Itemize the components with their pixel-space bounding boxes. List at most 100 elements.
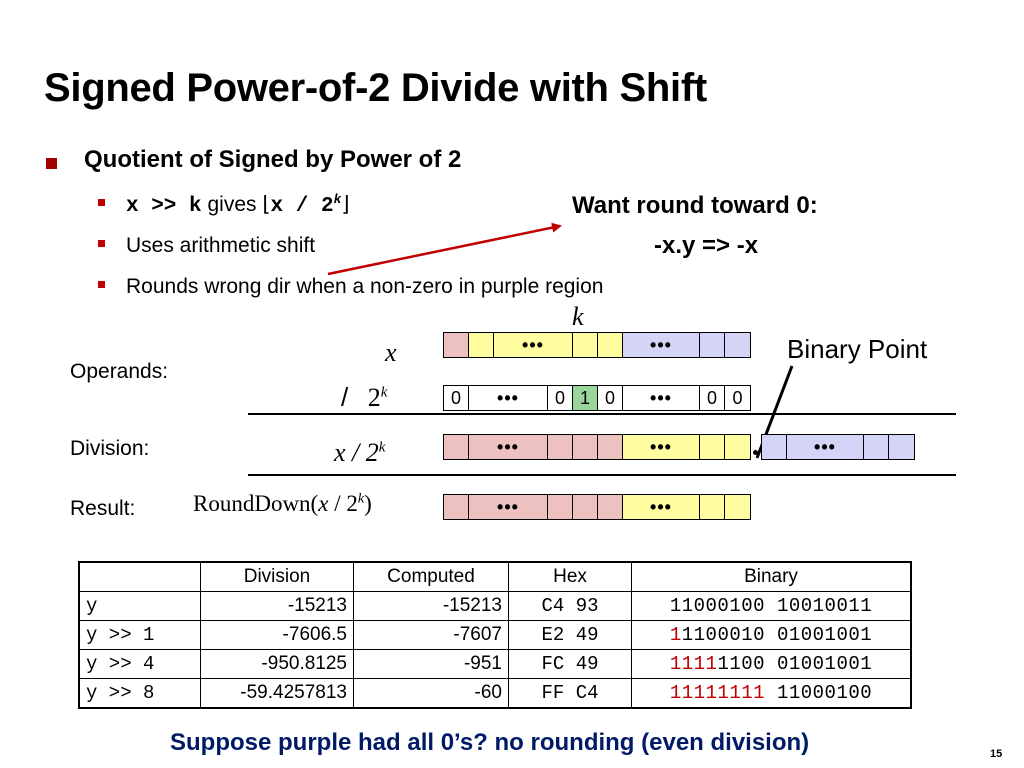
rounddown-suffix: ) [364,491,372,516]
bit-cell-dots: ••• [622,494,700,520]
bit-cell [724,332,751,358]
divider-line [248,413,956,415]
binary-value: 11000100 10010011 [631,591,912,621]
divide-slash: / [341,382,349,412]
column-header-division: Division [200,561,354,592]
floor-left-bracket: ⌊ [262,193,271,216]
x-div-exponent: k [378,439,386,456]
binary-rest-bits: 1100 01001001 [717,653,873,675]
page-title: Signed Power-of-2 Divide with Shift [44,66,707,110]
computed-value: -951 [353,649,509,679]
floor-right-bracket: ⌋ [341,193,350,216]
sub-bullet-square-icon [98,281,105,288]
rounddown-exponent: k [357,491,365,507]
bit-cell-dots: ••• [622,385,700,411]
rounddown-prefix: RoundDown( [193,491,319,516]
row-label: y >> 4 [78,649,201,679]
sub-bullet-shift-gives: x >> k gives ⌊x / 2k⌋ [126,192,350,218]
rounddown-x: x [318,491,329,516]
bit-cell-zero: 0 [724,385,751,411]
bit-cell-zero: 0 [547,385,573,411]
x-label: x [385,338,397,367]
bit-cell [699,434,725,460]
column-header [78,561,201,592]
division-value: -7606.5 [200,620,354,650]
table-header-row: Division Computed Hex Binary [78,561,912,592]
bit-cell [597,494,623,520]
operands-label: Operands: [70,360,169,383]
bit-cell-dots: ••• [493,332,573,358]
bit-cell [699,332,725,358]
bit-cell [597,332,623,358]
bit-cell-zero: 0 [699,385,725,411]
rounddown-label: RoundDown(x / 2k) [193,491,372,517]
bit-cell [888,434,915,460]
bit-cell [547,434,573,460]
table-row: y >> 1 -7606.5 -7607 E2 49 11100010 0100… [78,620,912,650]
binary-sign-bits: 11111111 [669,682,766,704]
sub-bullet-square-icon [98,199,105,206]
bit-cell-dots: ••• [468,494,548,520]
sub-bullet-square-icon [98,240,105,247]
column-header-computed: Computed [353,561,509,592]
code-k-superscript: k [333,192,342,207]
binary-sign-bits: 1 [669,624,682,646]
binary-rest-bits: 11000100 10010011 [669,595,873,617]
bit-cell [724,434,751,460]
divisor-base: 2 [367,383,381,412]
division-value: -15213 [200,591,354,621]
division-label: Division: [70,437,150,460]
bit-cell [724,494,751,520]
sub-bullet-rounds-wrong: Rounds wrong dir when a non-zero in purp… [126,275,604,298]
result-label: Result: [70,497,136,520]
bit-cell-one: 1 [572,385,598,411]
bit-cell-dots: ••• [786,434,864,460]
divisor-exponent: k [380,384,388,401]
bit-cell [597,434,623,460]
row-label: y [78,591,201,621]
bit-cell [761,434,787,460]
table-row: y >> 4 -950.8125 -951 FC 49 11111100 010… [78,649,912,679]
bottom-note: Suppose purple had all 0’s? no rounding … [170,729,810,756]
bit-cell [443,434,469,460]
bit-cell [572,434,598,460]
hex-value: FF C4 [508,678,632,709]
bit-cell [572,494,598,520]
table-row: y >> 8 -59.4257813 -60 FF C4 11111111 11… [78,678,912,709]
code-x-shift-k: x >> k [126,195,202,218]
binary-value: 11100010 01001001 [631,620,912,650]
bit-cell [468,332,494,358]
column-header-binary: Binary [631,561,912,592]
binary-sign-bits: 1111 [669,653,718,675]
computed-value: -60 [353,678,509,709]
binary-value: 11111111 11000100 [631,678,912,709]
k-label: k [572,302,584,331]
hex-value: E2 49 [508,620,632,650]
bit-cell [699,494,725,520]
want-round-rule: -x.y => -x [654,232,759,259]
hex-value: FC 49 [508,649,632,679]
division-value: -59.4257813 [200,678,354,709]
divisor-label: / 2k [341,382,387,413]
gives-text: gives [207,193,257,216]
computed-value: -7607 [353,620,509,650]
divider-line [248,474,956,476]
bit-cell-dots: ••• [468,434,548,460]
bit-cell-dots: ••• [622,332,700,358]
bit-cell [863,434,889,460]
page-number: 15 [990,748,1003,760]
table-row: y -15213 -15213 C4 93 11000100 10010011 [78,591,912,621]
binary-rest-bits: 11000100 [765,682,873,704]
rounddown-mid: / 2 [328,491,358,516]
bit-cell-dots: ••• [622,434,700,460]
hex-value: C4 93 [508,591,632,621]
bit-cell-zero: 0 [597,385,623,411]
bit-cell [443,494,469,520]
results-table: Division Computed Hex Binary y -15213 -1… [78,561,912,709]
bit-cell-zero: 0 [443,385,469,411]
bit-cell [443,332,469,358]
binary-point-dot-icon [753,450,758,455]
bit-cell [547,494,573,520]
x-div-label: x / 2k [334,438,385,468]
want-round-heading: Want round toward 0: [572,192,818,219]
